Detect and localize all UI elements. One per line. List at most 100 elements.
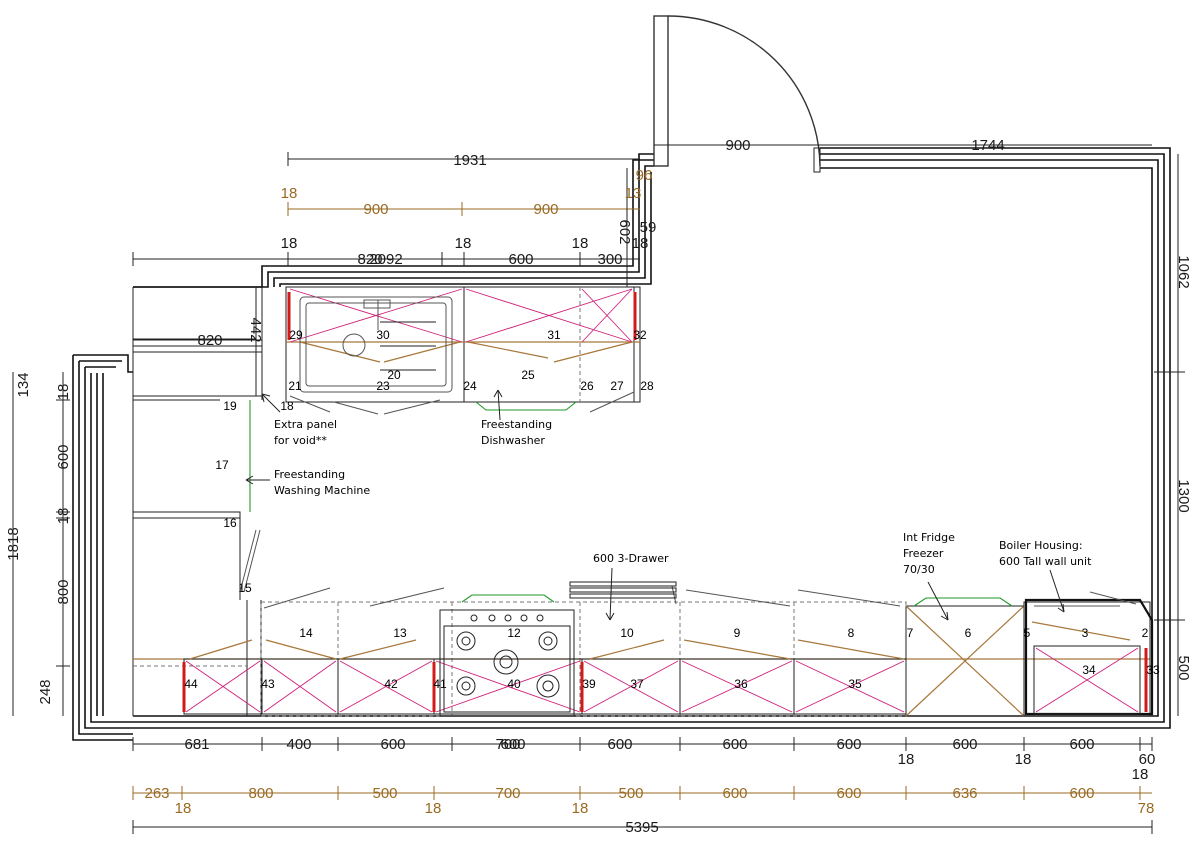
tag-39: 39 bbox=[582, 677, 596, 691]
tag-26: 26 bbox=[580, 379, 594, 393]
note-washer-1: Freestanding bbox=[274, 468, 345, 481]
dimb-top-13: 13 bbox=[625, 185, 642, 202]
dim-bottom-700: 700 bbox=[495, 736, 520, 753]
dim-bottom-600f: 600 bbox=[952, 736, 977, 753]
dimb-636: 636 bbox=[952, 785, 977, 802]
dim-1744: 1744 bbox=[971, 137, 1004, 154]
cabinet-number-tags: 2 3 5 6 7 8 9 10 12 13 14 15 16 17 18 19… bbox=[184, 328, 1160, 691]
dim-bottom-600b: 600 bbox=[500, 736, 525, 753]
dim-600-top: 600 bbox=[508, 251, 533, 268]
dimb-78: 78 bbox=[1138, 800, 1155, 817]
note-boiler-1: Boiler Housing: bbox=[999, 539, 1083, 552]
note-dishwasher-1: Freestanding bbox=[481, 418, 552, 431]
note-extra-panel-1: Extra panel bbox=[274, 418, 337, 431]
tag-44: 44 bbox=[184, 677, 198, 691]
tag-37: 37 bbox=[630, 677, 644, 691]
dimb-top-900a: 900 bbox=[363, 201, 388, 218]
dimb-263: 263 bbox=[144, 785, 169, 802]
dim-1818: 1818 bbox=[5, 527, 22, 560]
dimb-600a: 600 bbox=[722, 785, 747, 802]
dimb-500b: 500 bbox=[618, 785, 643, 802]
tag-41: 41 bbox=[433, 677, 447, 691]
dim-800-left: 800 bbox=[55, 579, 72, 604]
dim-18-l1: 18 bbox=[55, 384, 72, 401]
dim-59: 59 bbox=[640, 219, 657, 236]
tag-24: 24 bbox=[463, 379, 477, 393]
tag-18: 18 bbox=[280, 399, 294, 413]
dim-bottom-400: 400 bbox=[286, 736, 311, 753]
dim-18-a: 18 bbox=[281, 235, 298, 252]
tag-25: 25 bbox=[521, 368, 535, 382]
dimb-top-900b: 900 bbox=[533, 201, 558, 218]
dim-bottom-60: 60 bbox=[1139, 751, 1156, 768]
dimb-top-96: 96 bbox=[636, 167, 653, 184]
dimb-700: 700 bbox=[495, 785, 520, 802]
tag-17: 17 bbox=[215, 458, 229, 472]
dimension-lines bbox=[12, 144, 1185, 834]
note-dishwasher-2: Dishwasher bbox=[481, 434, 545, 447]
dim-1300: 1300 bbox=[1175, 479, 1192, 512]
dimb-18c: 18 bbox=[572, 800, 589, 817]
dimb-500a: 500 bbox=[372, 785, 397, 802]
dim-820-overlap: 820 bbox=[357, 251, 382, 268]
tag-32: 32 bbox=[633, 328, 647, 342]
tag-23: 23 bbox=[376, 379, 390, 393]
tag-31: 31 bbox=[547, 328, 561, 342]
dimb-18b: 18 bbox=[425, 800, 442, 817]
note-drawer: 600 3-Drawer bbox=[593, 552, 669, 565]
tag-33: 33 bbox=[1146, 663, 1160, 677]
dim-bottom-18a: 18 bbox=[898, 751, 915, 768]
dim-bottom-600a: 600 bbox=[380, 736, 405, 753]
dim-2092: 2092 bbox=[369, 251, 402, 268]
note-boiler-2: 600 Tall wall unit bbox=[999, 555, 1092, 568]
tag-5: 5 bbox=[1024, 626, 1031, 640]
tag-2: 2 bbox=[1142, 626, 1149, 640]
dim-18-c: 18 bbox=[572, 235, 589, 252]
annotation-notes: Extra panel for void** Freestanding Dish… bbox=[274, 418, 1092, 576]
dim-820: 820 bbox=[197, 332, 222, 349]
tag-43: 43 bbox=[261, 677, 275, 691]
tag-42: 42 bbox=[384, 677, 398, 691]
dimb-800: 800 bbox=[248, 785, 273, 802]
dim-bottom-600c: 600 bbox=[607, 736, 632, 753]
entry-door bbox=[653, 15, 821, 173]
dim-600-left: 600 bbox=[55, 444, 72, 469]
dim-18-b: 18 bbox=[455, 235, 472, 252]
dim-18-l2: 18 bbox=[55, 508, 72, 525]
tag-35: 35 bbox=[848, 677, 862, 691]
dimension-labels-brown: 18 900 900 13 96 263 18 800 500 18 700 1… bbox=[144, 167, 1154, 817]
dimension-labels-black: 1931 900 1744 18 820 2092 18 600 18 300 … bbox=[5, 137, 1192, 836]
note-fridge-2: Freezer bbox=[903, 547, 944, 560]
tag-15: 15 bbox=[238, 581, 252, 595]
tag-34: 34 bbox=[1082, 663, 1096, 677]
dimb-600b: 600 bbox=[836, 785, 861, 802]
dim-1062: 1062 bbox=[1175, 255, 1192, 288]
dimb-top-18: 18 bbox=[281, 185, 298, 202]
note-fridge-3: 70/30 bbox=[903, 563, 935, 576]
dim-134: 134 bbox=[15, 372, 32, 397]
dim-442: 442 bbox=[247, 317, 264, 342]
dim-bottom-600e: 600 bbox=[836, 736, 861, 753]
tag-10: 10 bbox=[620, 626, 634, 640]
tag-14: 14 bbox=[299, 626, 313, 640]
dim-bottom-600d: 600 bbox=[722, 736, 747, 753]
tag-12: 12 bbox=[507, 626, 521, 640]
dim-18-d: 18 bbox=[632, 235, 649, 252]
tag-30: 30 bbox=[376, 328, 390, 342]
tag-19: 19 bbox=[223, 399, 237, 413]
annotation-arrows bbox=[245, 389, 1065, 621]
bottom-run-cabinets bbox=[133, 581, 1154, 717]
dim-total-5395: 5395 bbox=[625, 819, 658, 836]
dim-1931: 1931 bbox=[453, 152, 486, 169]
dim-bottom-18b: 18 bbox=[1015, 751, 1032, 768]
tag-27: 27 bbox=[610, 379, 624, 393]
tag-6: 6 bbox=[965, 626, 972, 640]
dim-500-right: 500 bbox=[1175, 655, 1192, 680]
dimb-18a: 18 bbox=[175, 800, 192, 817]
note-fridge-1: Int Fridge bbox=[903, 531, 955, 544]
dim-602: 602 bbox=[616, 219, 633, 244]
tag-29: 29 bbox=[289, 328, 303, 342]
left-run bbox=[239, 400, 262, 716]
tag-3: 3 bbox=[1082, 626, 1089, 640]
